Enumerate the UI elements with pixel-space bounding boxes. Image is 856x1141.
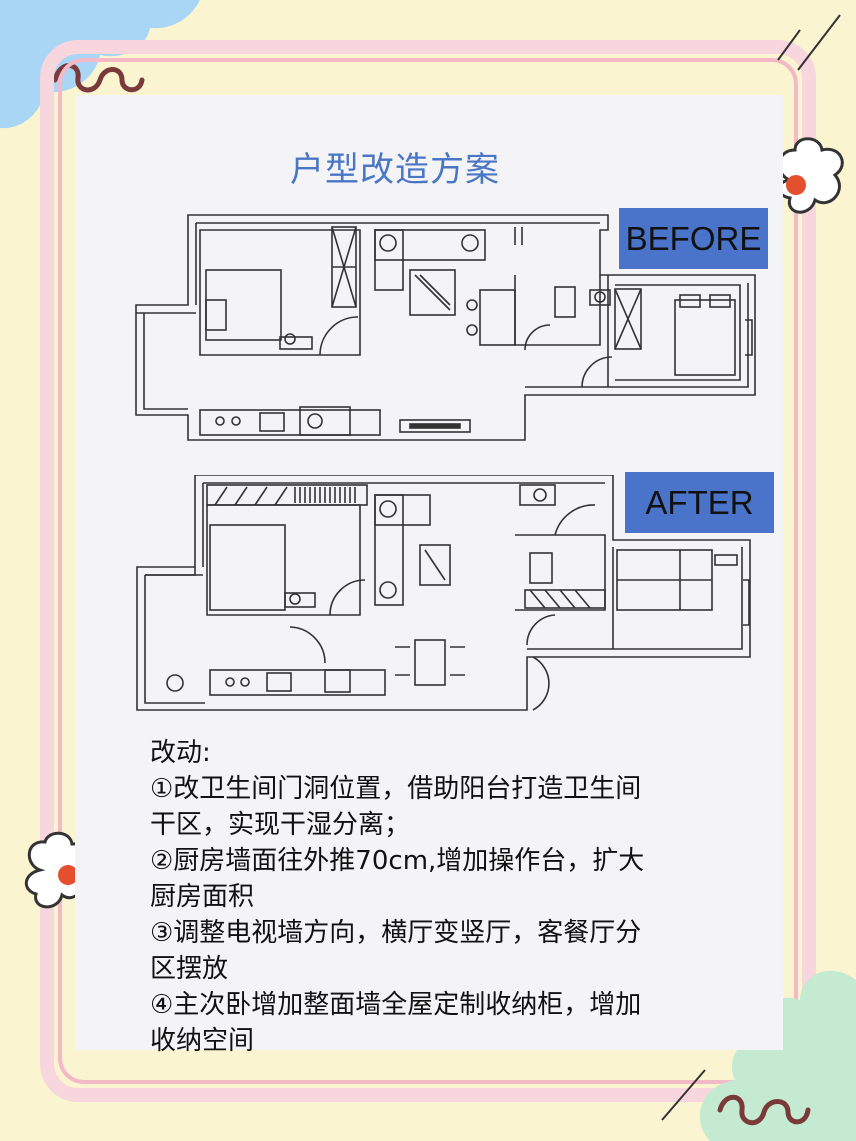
green-cloud-decoration bbox=[661, 970, 856, 1141]
notes-heading: 改动: bbox=[150, 738, 211, 768]
outer-frame bbox=[40, 40, 816, 1102]
inner-frame bbox=[58, 58, 798, 1084]
note-line: ③调整电视墙方向，横厅变竖厅，客餐厅分 bbox=[150, 918, 642, 948]
note-line: ②厨房墙面往外推70cm,增加操作台，扩大 bbox=[150, 846, 645, 876]
notes-block: 改动: ①改卫生间门洞位置，借助阳台打造卫生间 干区，实现干湿分离； ②厨房墙面… bbox=[150, 735, 750, 1059]
top-right-flower-decoration bbox=[777, 14, 844, 214]
before-floor-plan bbox=[135, 214, 756, 441]
note-line: 厨房面积 bbox=[150, 882, 255, 912]
after-label: AFTER bbox=[625, 472, 774, 533]
note-line: 收纳空间 bbox=[150, 1026, 255, 1056]
note-line: 干区，实现干湿分离； bbox=[150, 810, 411, 840]
note-line: ④主次卧增加整面墙全屋定制收纳柜，增加 bbox=[150, 990, 642, 1020]
after-floor-plan bbox=[136, 475, 751, 711]
note-line: 区摆放 bbox=[150, 954, 229, 984]
page-title: 户型改造方案 bbox=[290, 150, 500, 190]
before-label: BEFORE bbox=[619, 208, 768, 269]
note-line: ①改卫生间门洞位置，借助阳台打造卫生间 bbox=[150, 774, 642, 804]
